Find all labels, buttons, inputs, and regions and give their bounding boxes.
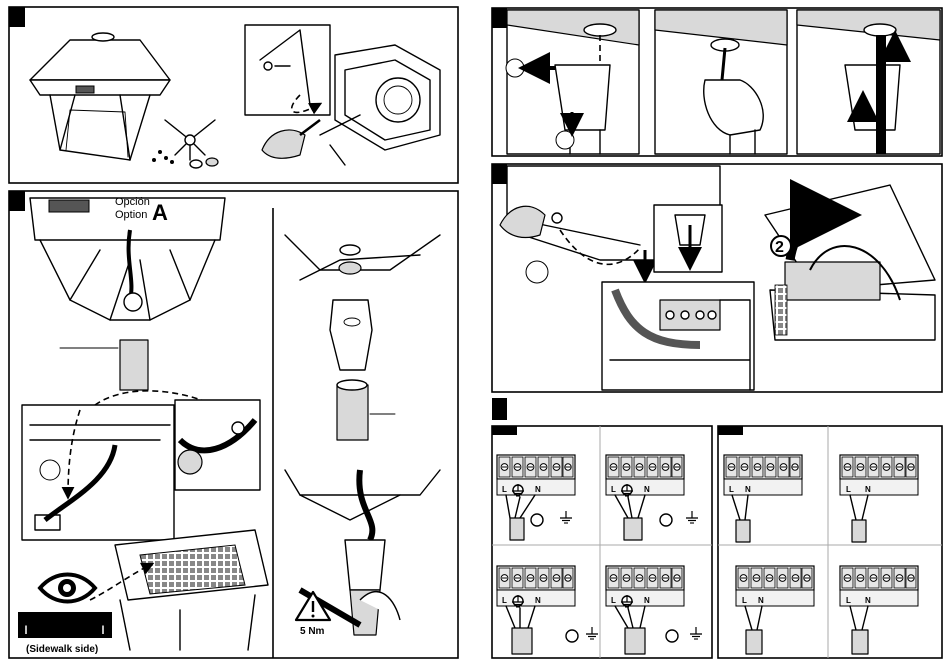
terminal-n: N <box>644 485 650 494</box>
eye-icon <box>40 575 95 602</box>
panel-c <box>492 8 942 156</box>
label-plate <box>49 200 89 212</box>
terminal-n: N <box>535 596 541 605</box>
sidewalk-bar <box>18 612 112 638</box>
panel-d: 2 <box>492 164 942 392</box>
terminal-l: L <box>742 596 747 605</box>
terminal-n: N <box>745 485 751 494</box>
pole-top <box>120 340 148 390</box>
step-number: 2 <box>775 239 784 256</box>
panel-e: L N L N L N <box>492 398 942 658</box>
terminal-l: L <box>502 596 507 605</box>
option-label-es: Opción <box>115 196 150 208</box>
terminal-l: L <box>846 485 851 494</box>
sidewalk-label: (Sidewalk side) <box>26 644 98 655</box>
option-letter: A <box>152 200 168 225</box>
terminal-l: L <box>846 596 851 605</box>
wiring-box-drawing <box>602 282 754 390</box>
terminal-n: N <box>758 596 764 605</box>
panel-c-marker <box>492 8 507 28</box>
panel-a-marker <box>9 7 25 27</box>
torque-label: 5 Nm <box>300 626 325 637</box>
terminal-n: N <box>865 596 871 605</box>
option-label-en: Option <box>115 209 147 221</box>
panel-d-marker <box>492 164 507 184</box>
terminal-n: N <box>535 485 541 494</box>
terminal-l: L <box>729 485 734 494</box>
terminal-n: N <box>644 596 650 605</box>
terminal-l: L <box>611 485 616 494</box>
panel-b-marker <box>9 191 25 211</box>
terminal-n: N <box>865 485 871 494</box>
panel-b: Opción Option A (Sidewalk sid <box>9 191 458 658</box>
terminal-l: L <box>502 485 507 494</box>
clip-detail-inset <box>175 400 260 490</box>
panel-e-marker <box>492 398 507 420</box>
panel-a <box>9 7 458 183</box>
terminal-l: L <box>611 596 616 605</box>
